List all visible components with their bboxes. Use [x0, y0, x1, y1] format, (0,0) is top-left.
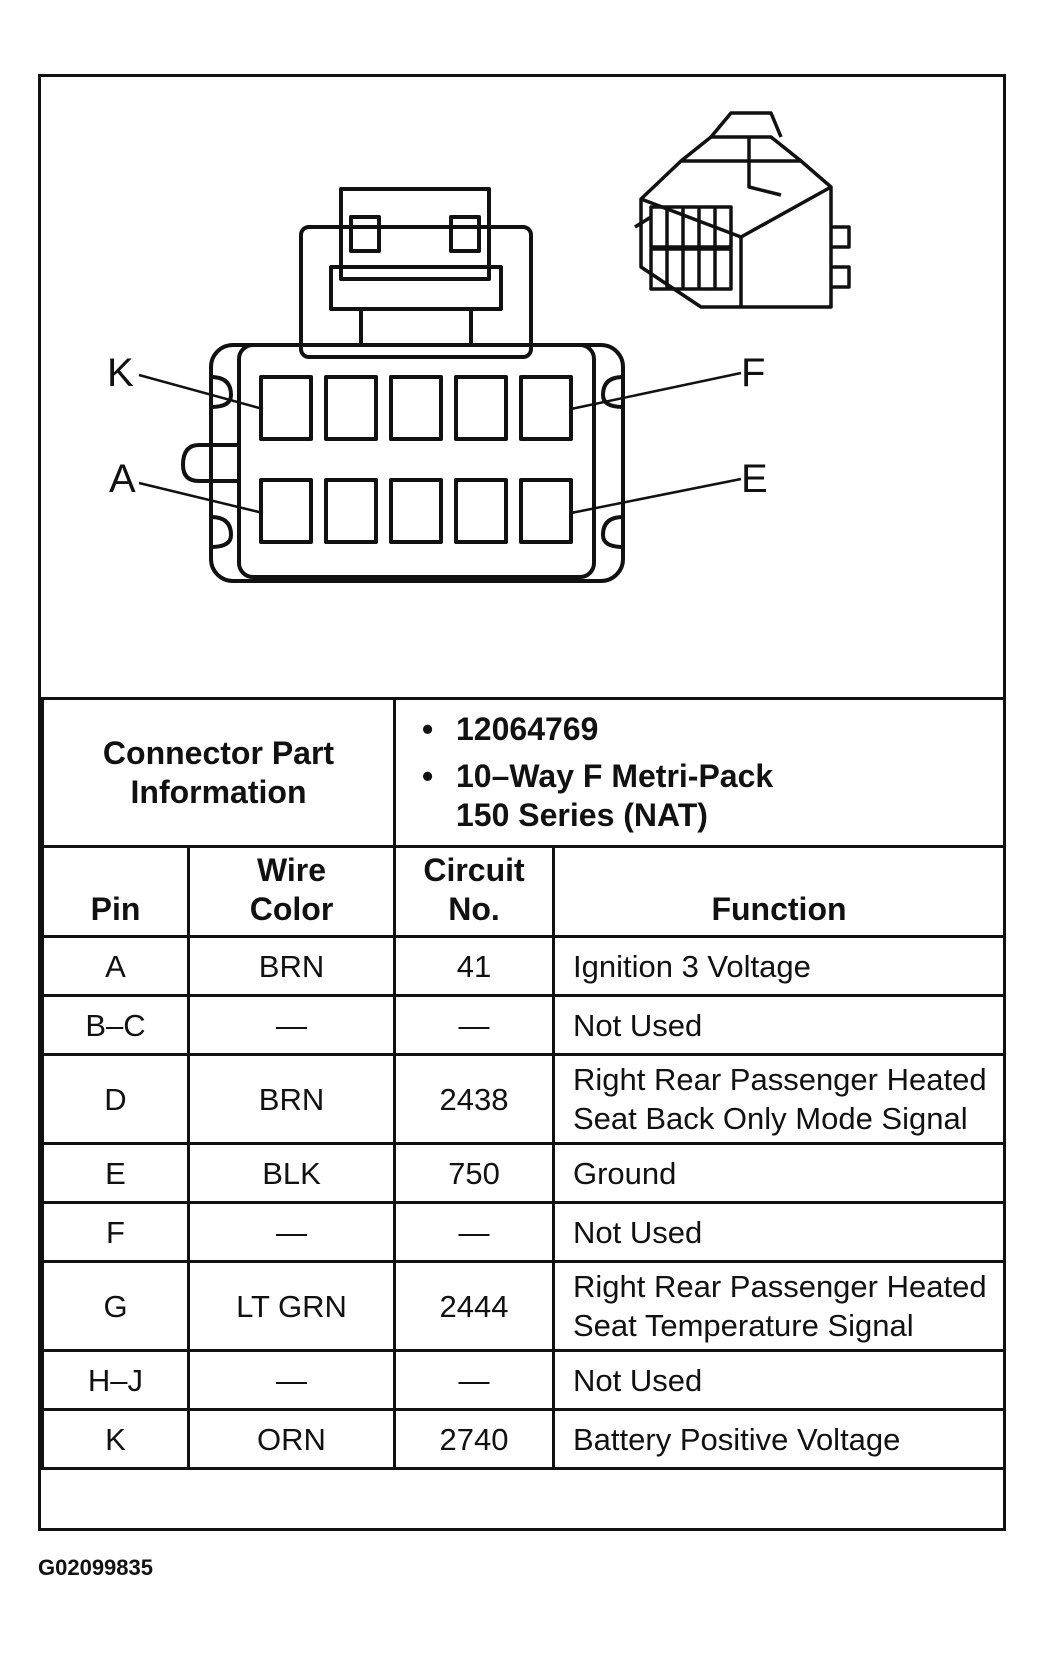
pin-cell: H–J [41, 1349, 190, 1411]
function-cell: Right Rear Passenger Heated Seat Tempera… [552, 1260, 1006, 1352]
circuit-cell: 750 [393, 1142, 555, 1204]
pin-cell: E [41, 1142, 190, 1204]
pin-cavity-b [324, 478, 378, 544]
pin-label-a: A [109, 457, 136, 501]
connector-latch-bar [329, 265, 503, 311]
table-row: B–C——Not Used [41, 994, 1006, 1056]
connector-part-number: 12064769 [422, 710, 983, 749]
pin-label-k: K [107, 351, 134, 395]
connector-info-label: Connector Part Information [41, 697, 396, 848]
figure-id: G02099835 [38, 1555, 153, 1580]
table-row: F——Not Used [41, 1201, 1006, 1263]
function-cell: Not Used [552, 1349, 1006, 1411]
pin-label-e: E [741, 457, 768, 501]
pin-cavity-d [454, 478, 508, 544]
wire-color-cell: — [187, 994, 396, 1056]
wire-color-cell: LT GRN [187, 1260, 396, 1352]
pin-cavity-f [519, 375, 573, 441]
pin-cavity-e [519, 478, 573, 544]
table-row: H–J——Not Used [41, 1349, 1006, 1411]
connector-info-row: Connector Part Information 12064769 10–W… [41, 697, 1006, 848]
circuit-cell: — [393, 1349, 555, 1411]
connector-iso-view [634, 111, 851, 309]
pin-cell: B–C [41, 994, 190, 1056]
connector-type: 10–Way F Metri-Pack 150 Series (NAT) [422, 757, 826, 835]
leader-line-f [570, 371, 742, 411]
circuit-cell: 2438 [393, 1053, 555, 1145]
leader-line-e [570, 477, 742, 515]
circuit-cell: 2444 [393, 1260, 555, 1352]
wire-color-cell: — [187, 1349, 396, 1411]
pin-label-f: F [741, 351, 766, 395]
table-header-row: Pin Wire Color Circuit No. Function [41, 845, 1006, 938]
pin-cell: K [41, 1408, 190, 1470]
wire-color-cell: BRN [187, 1053, 396, 1145]
connector-latch-housing [299, 225, 533, 359]
connector-body [237, 343, 596, 579]
pin-cell: G [41, 1260, 190, 1352]
pin-cavity-h [389, 375, 443, 441]
connector-face-drawing [138, 111, 851, 583]
pin-cell: A [41, 935, 190, 997]
wire-color-cell: ORN [187, 1408, 396, 1470]
circuit-cell: 2740 [393, 1408, 555, 1470]
connector-latch [339, 187, 491, 281]
latch-clip-left [349, 215, 381, 253]
pin-cavity-k [259, 375, 313, 441]
latch-clip-right [449, 215, 481, 253]
connector-info-label-text: Connector Part Information [102, 734, 335, 810]
pin-cavity-j [324, 375, 378, 441]
leader-line-k [138, 373, 264, 411]
header-function: Function [552, 845, 1006, 938]
pinout-table: Connector Part Information 12064769 10–W… [41, 697, 1006, 1470]
function-cell: Right Rear Passenger Heated Seat Back On… [552, 1053, 1006, 1145]
function-cell: Not Used [552, 994, 1006, 1056]
pin-cavity-g [454, 375, 508, 441]
connector-diagram: K A F E [41, 77, 1003, 697]
circuit-cell: 41 [393, 935, 555, 997]
header-wire-color: Wire Color [187, 845, 396, 938]
wire-color-cell: — [187, 1201, 396, 1263]
wire-color-cell: BLK [187, 1142, 396, 1204]
wire-color-cell: BRN [187, 935, 396, 997]
function-cell: Battery Positive Voltage [552, 1408, 1006, 1470]
header-pin: Pin [41, 845, 190, 938]
leader-line-a [138, 481, 264, 515]
pin-cell: F [41, 1201, 190, 1263]
function-cell: Ignition 3 Voltage [552, 935, 1006, 997]
connector-figure: K A F E Connector Part Information 12064… [38, 74, 1006, 1531]
pin-cavity-c [389, 478, 443, 544]
circuit-cell: — [393, 1201, 555, 1263]
function-cell: Not Used [552, 1201, 1006, 1263]
function-cell: Ground [552, 1142, 1006, 1204]
header-circuit-no: Circuit No. [393, 845, 555, 938]
circuit-cell: — [393, 994, 555, 1056]
pin-cavity-a [259, 478, 313, 544]
pin-cell: D [41, 1053, 190, 1145]
connector-info-items: 12064769 10–Way F Metri-Pack 150 Series … [393, 697, 1006, 848]
connector-outer-shell [209, 343, 625, 583]
